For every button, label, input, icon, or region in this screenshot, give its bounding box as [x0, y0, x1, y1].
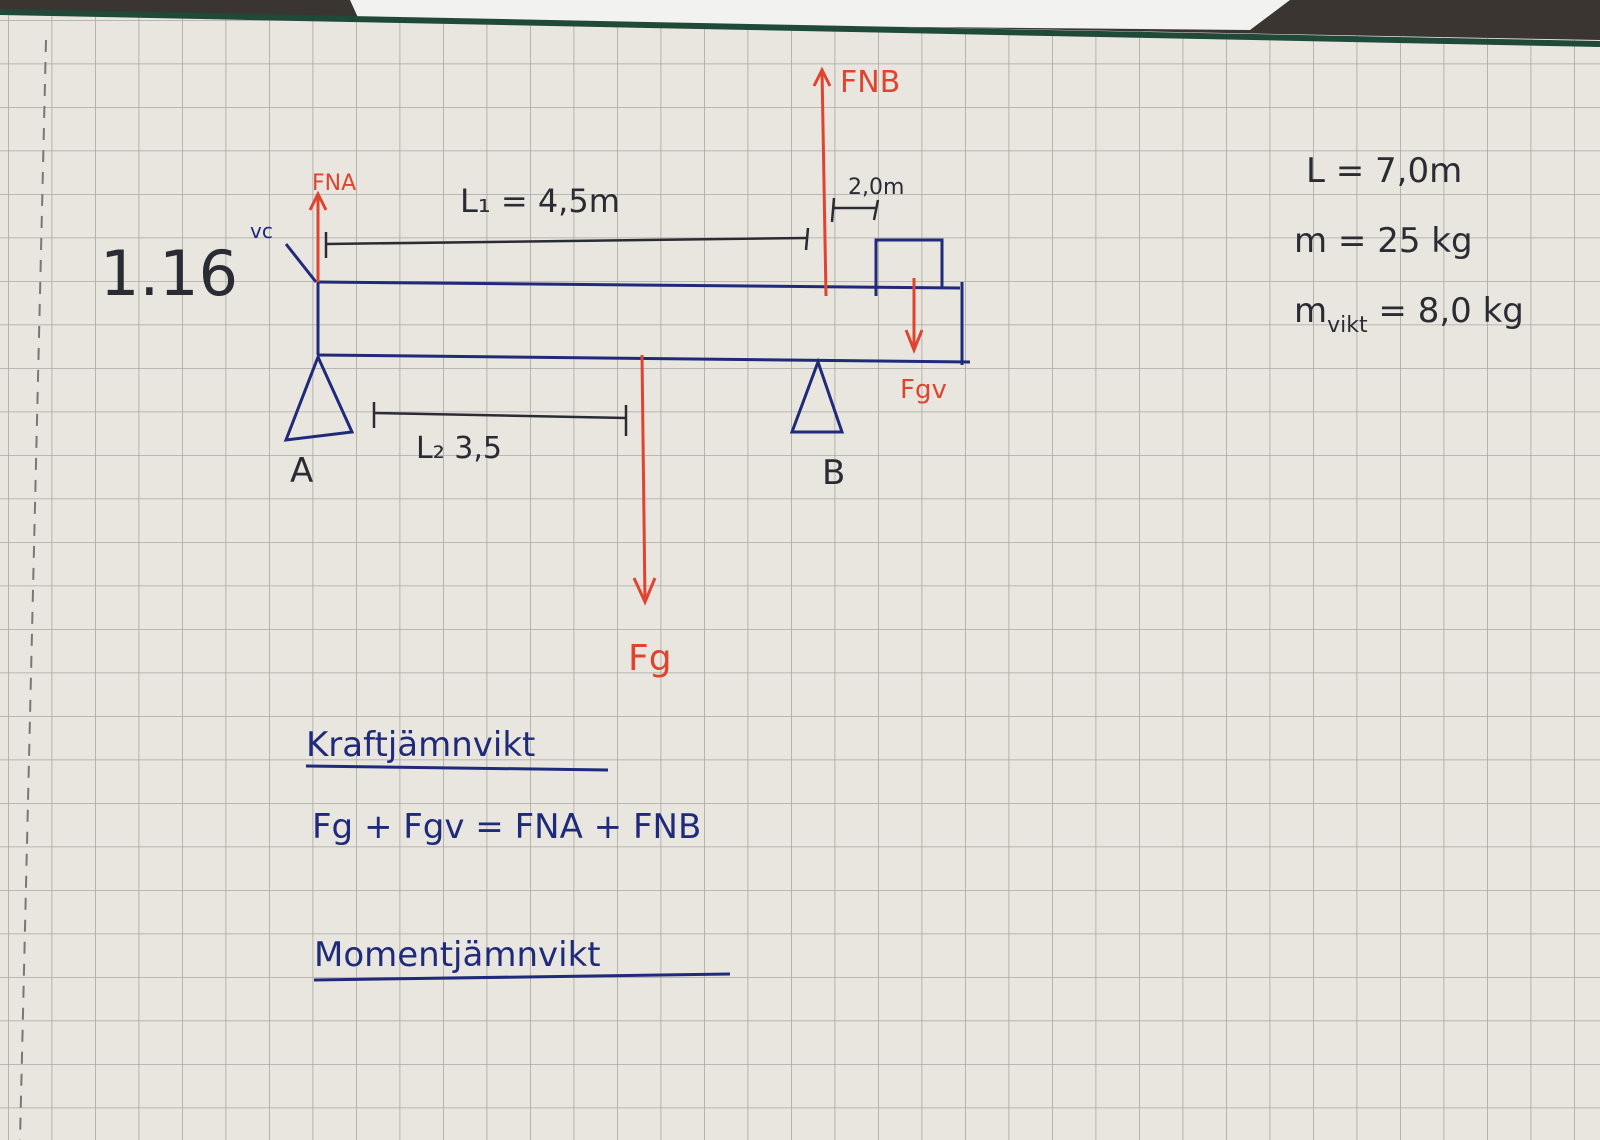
- l1-label: L₁ = 4,5m: [460, 182, 620, 220]
- support-a-triangle: [283, 353, 355, 442]
- force-fg-arrow: [632, 354, 657, 606]
- margin-line: [19, 39, 47, 1140]
- force-equilibrium-title: Kraftjämnvikt: [306, 725, 535, 765]
- force-fnb-arrow: [812, 66, 832, 297]
- force-equation: Fg + Fgv = FNA + FNB: [312, 807, 701, 847]
- problem-number: 1.16: [100, 237, 238, 310]
- fgv-label: Fgv: [900, 375, 947, 405]
- dimension-l1: [324, 227, 810, 258]
- weight-box: [874, 238, 944, 296]
- fna-label: FNA: [312, 171, 356, 196]
- given-mass: m = 25 kg: [1294, 221, 1473, 261]
- grid-lines: [0, 10, 1600, 1140]
- dimension-2m: [830, 197, 880, 223]
- pivot-marker: [284, 243, 318, 283]
- support-b-label: B: [822, 453, 845, 493]
- fnb-label: FNB: [840, 65, 900, 100]
- givens-list: L = 7,0m m = 25 kg mvikt = 8,0 kg: [1294, 151, 1524, 338]
- support-a-label: A: [290, 451, 313, 491]
- support-b-triangle: [789, 357, 845, 434]
- moment-equilibrium-title: Momentjämnvikt: [314, 935, 601, 975]
- vc-label: vc: [250, 219, 273, 243]
- fg-label: Fg: [628, 638, 672, 679]
- notebook-edge: [0, 9, 1600, 47]
- dimension-l2: [372, 402, 628, 436]
- title-underline: [313, 972, 731, 982]
- given-weight-mass: mvikt = 8,0 kg: [1294, 291, 1524, 338]
- beam: [316, 280, 971, 365]
- given-length: L = 7,0m: [1306, 151, 1462, 191]
- force-fna-arrow: [308, 190, 328, 282]
- l2-label: L₂ 3,5: [416, 431, 502, 466]
- title-underline: [305, 764, 609, 772]
- force-fgv-arrow: [904, 278, 924, 355]
- dimension-2m-label: 2,0m: [848, 175, 904, 200]
